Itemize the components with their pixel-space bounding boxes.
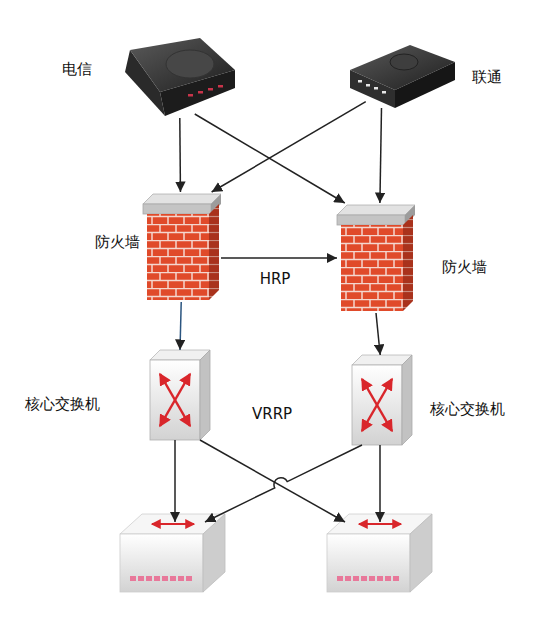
- modem-node: 电信: [120, 38, 235, 118]
- core-switch-icon: [150, 350, 210, 440]
- modem-node: 联通: [350, 45, 455, 108]
- core-switch-node: 核心交换机: [352, 355, 412, 445]
- link-arrow: [179, 118, 181, 192]
- wire-group: [175, 440, 380, 522]
- wire: [379, 445, 381, 522]
- node-label: 核心交换机: [430, 400, 505, 418]
- firewall-icon: [337, 205, 415, 311]
- protocol-label: HRP: [260, 270, 291, 288]
- access-switch-icon: [327, 514, 432, 592]
- wire: [200, 440, 345, 522]
- node-label: 核心交换机: [25, 395, 100, 413]
- node-label: 电信: [62, 60, 92, 78]
- link-arrow: [376, 313, 380, 355]
- link-arrow: [212, 102, 366, 192]
- link-arrow: [221, 257, 337, 259]
- wire: [205, 445, 362, 522]
- protocol-label: VRRP: [252, 405, 292, 423]
- node-label: 防火墙: [95, 233, 140, 251]
- modem-icon: [125, 38, 235, 116]
- link-arrow: [195, 114, 345, 203]
- node-label: 联通: [472, 68, 502, 86]
- modem-icon: [350, 45, 455, 108]
- access-switch-icon: [120, 514, 225, 592]
- link-arrow: [180, 302, 181, 350]
- wire: [174, 440, 176, 522]
- node-label: 防火墙: [442, 258, 487, 276]
- link-arrow: [380, 108, 382, 203]
- firewall-node: 防火墙: [143, 192, 221, 302]
- firewall-node: 防火墙: [337, 203, 415, 313]
- firewall-icon: [143, 194, 221, 300]
- core-switch-node: 核心交换机: [150, 350, 210, 440]
- core-switch-icon: [352, 355, 412, 445]
